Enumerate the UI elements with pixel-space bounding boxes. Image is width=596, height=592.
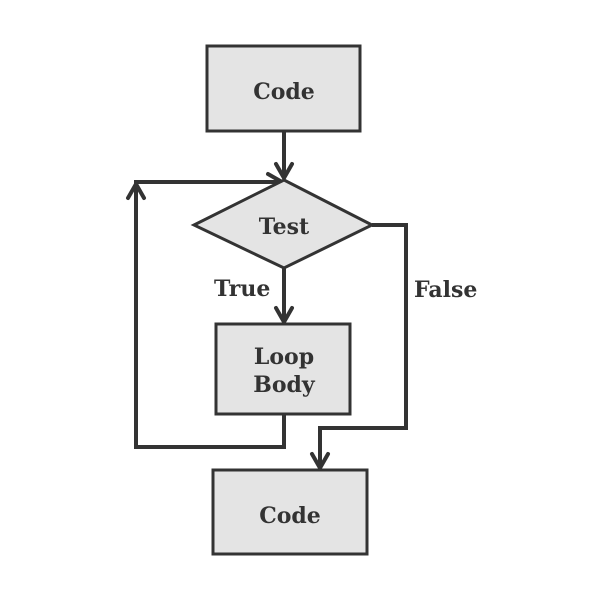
false-label: False — [414, 277, 477, 303]
test-diamond — [190, 178, 376, 270]
loop-body-label-line1: Loop — [254, 344, 314, 370]
loop-body-label-line2: Body — [253, 372, 316, 398]
arrowhead-code-to-test — [274, 162, 294, 180]
arrowhead-loop-back-up — [126, 182, 146, 200]
arrowhead-test-to-end-code — [310, 452, 330, 470]
test-label: Test — [259, 214, 310, 240]
edge-loop-back — [134, 180, 286, 449]
node-start-code: Code — [205, 44, 362, 133]
edges — [126, 131, 408, 470]
true-label: True — [214, 276, 270, 302]
node-end-code: Code — [211, 468, 369, 556]
end-code-box — [211, 468, 369, 556]
edge-test-to-end-code — [318, 223, 408, 468]
node-test: Test — [190, 178, 376, 270]
loop-body-box — [214, 322, 352, 416]
arrowhead-test-to-loop-body — [274, 306, 294, 324]
node-loop-body: Loop Body — [214, 322, 352, 416]
end-code-label: Code — [259, 503, 321, 529]
start-code-label: Code — [253, 79, 315, 105]
start-code-box — [205, 44, 362, 133]
